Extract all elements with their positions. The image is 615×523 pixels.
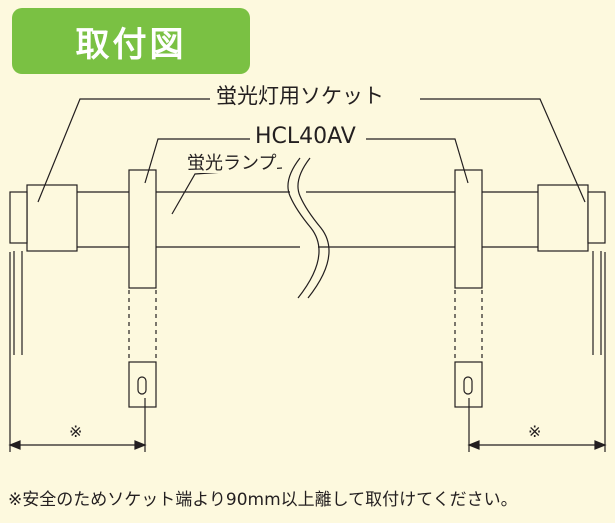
safety-note: ※安全のためソケット端より90mm以上離して取付けてください。	[8, 490, 518, 510]
leader-model	[144, 138, 469, 184]
socket-right	[537, 184, 606, 355]
socket-label: 蛍光灯用ソケット	[214, 84, 386, 108]
lamp-break-symbol	[287, 157, 330, 299]
mounting-bracket-left	[128, 169, 157, 408]
leader-socket	[37, 98, 586, 203]
fluorescent-lamp-left	[77, 191, 300, 248]
model-label: HCL40AV	[252, 126, 359, 148]
distance-dimension-right	[467, 252, 607, 452]
distance-mark-left: ※	[69, 422, 83, 441]
lamp-label: 蛍光ランプ	[186, 153, 278, 174]
header-title-badge: 取付図	[12, 8, 250, 74]
mounting-bracket-right	[454, 169, 483, 408]
leader-lamp	[171, 167, 283, 215]
distance-mark-right: ※	[528, 422, 542, 441]
socket-left	[9, 184, 78, 355]
fluorescent-lamp-right	[306, 191, 538, 248]
distance-dimension-left	[8, 252, 147, 452]
header-title: 取付図	[75, 24, 187, 65]
